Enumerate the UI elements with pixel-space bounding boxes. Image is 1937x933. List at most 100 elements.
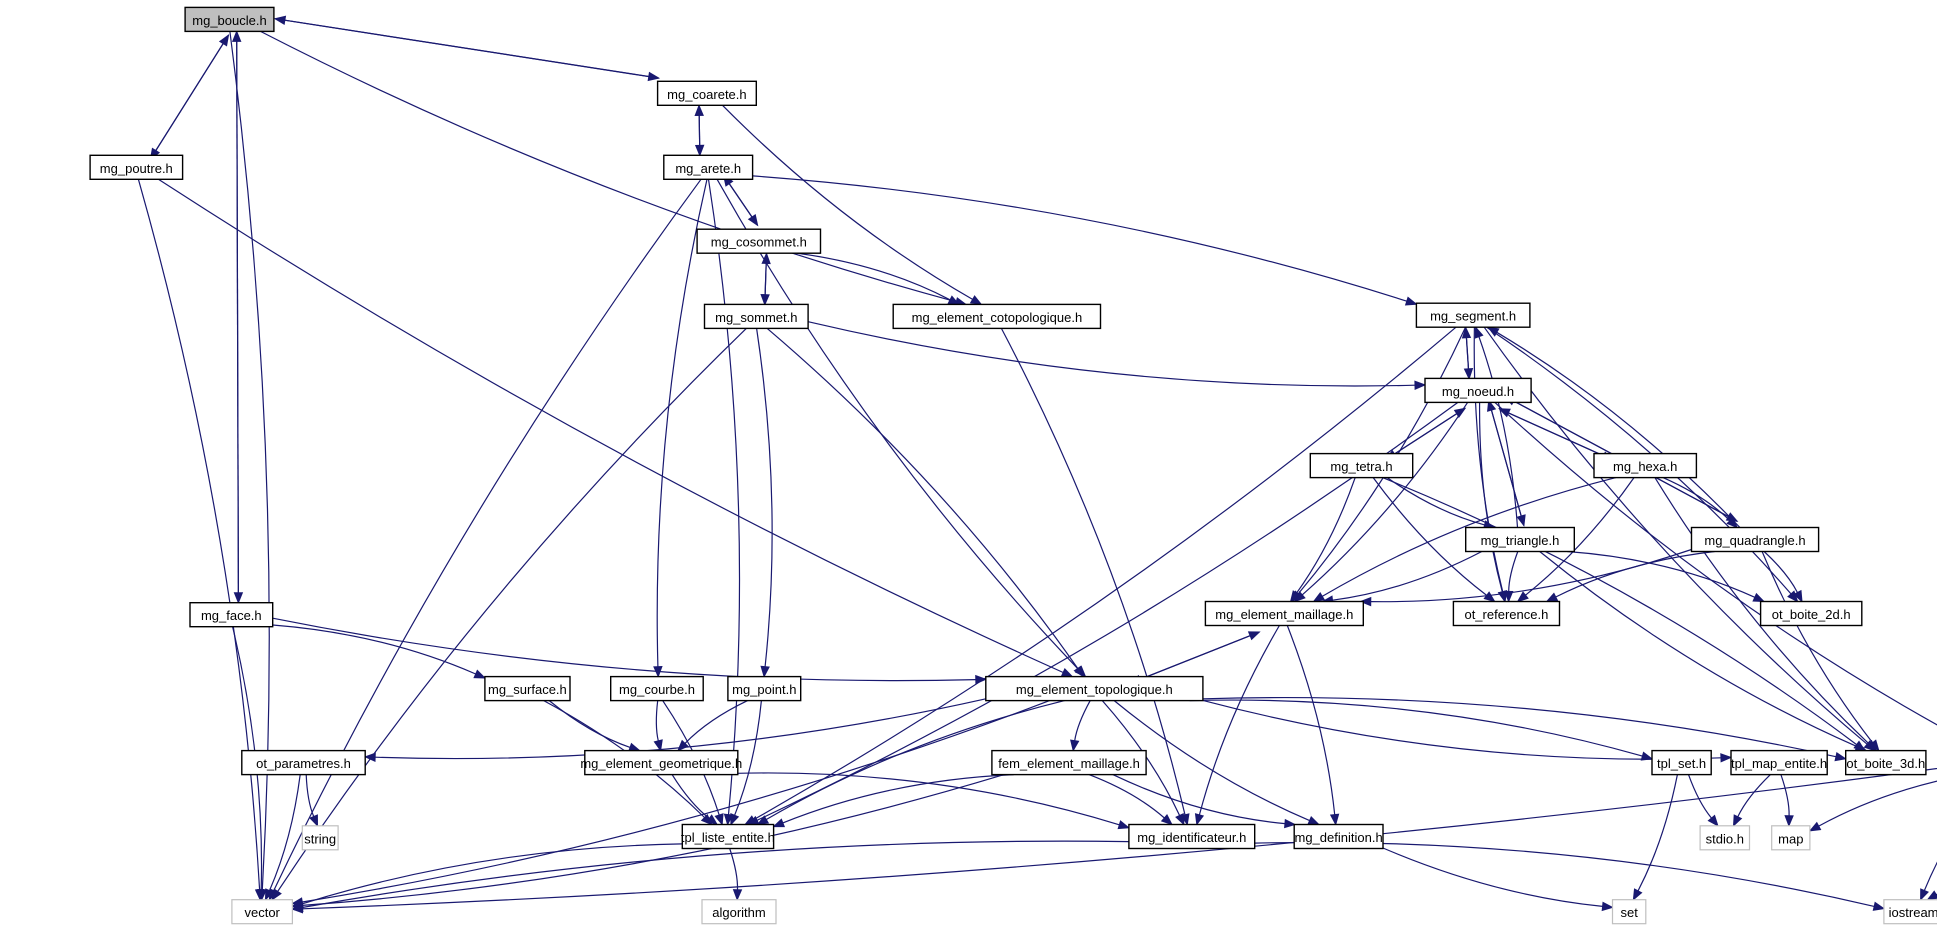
node-mg-arete[interactable]: mg_arete.h bbox=[663, 154, 754, 181]
edge-mg_element_topologique-to-mg_element_maillage bbox=[1130, 631, 1261, 684]
node-label: mg_element_cotopologique.h bbox=[912, 310, 1083, 325]
node-box bbox=[584, 749, 739, 776]
node-mg-element-cotopologique[interactable]: mg_element_cotopologique.h bbox=[892, 303, 1102, 330]
edge-line bbox=[671, 774, 710, 819]
node-mg-hexa[interactable]: mg_hexa.h bbox=[1593, 452, 1698, 479]
node-box bbox=[892, 303, 1102, 330]
node-label: mg_poutre.h bbox=[100, 161, 173, 176]
node-tpl-map-entite[interactable]: tpl_map_entite.h bbox=[1730, 749, 1828, 776]
node-mg-sommet[interactable]: mg_sommet.h bbox=[703, 303, 809, 330]
node-mg-quadrangle[interactable]: mg_quadrangle.h bbox=[1690, 526, 1820, 553]
arrowhead-icon bbox=[1632, 888, 1643, 901]
arrowhead-icon bbox=[694, 104, 704, 117]
node-mg-element-geometrique[interactable]: mg_element_geometrique.h bbox=[580, 749, 742, 776]
node-box bbox=[991, 749, 1147, 776]
arrowhead-icon bbox=[1601, 901, 1614, 912]
node-label: mg_hexa.h bbox=[1613, 459, 1677, 474]
edge-line bbox=[301, 843, 683, 905]
node-tpl-liste-entite[interactable]: tpl_liste_entite.h bbox=[681, 823, 775, 850]
arrowhead-icon bbox=[732, 889, 743, 902]
edge-mg_element_topologique-to-vector bbox=[291, 700, 1050, 907]
node-fem-element-maillage[interactable]: fem_element_maillage.h bbox=[991, 749, 1147, 776]
edge-mg_element_topologique-to-mg_definition bbox=[1113, 700, 1321, 826]
node-mg-surface[interactable]: mg_surface.h bbox=[484, 675, 571, 702]
arrowhead-icon bbox=[1868, 739, 1880, 752]
edge-fem_element_maillage-to-mg_identificateur bbox=[1088, 774, 1173, 826]
edge-line bbox=[656, 179, 708, 667]
arrowhead-icon bbox=[1872, 901, 1886, 911]
node-box bbox=[184, 6, 275, 33]
edge-line bbox=[277, 327, 747, 892]
node-mg-element-topologique[interactable]: mg_element_topologique.h bbox=[985, 675, 1204, 702]
arrowhead-icon bbox=[473, 669, 487, 679]
edge-ot_parametres-to-vector bbox=[264, 774, 301, 901]
edge-tpl_set-to-stdio bbox=[1687, 774, 1719, 827]
node-label: tpl_liste_entite.h bbox=[681, 830, 775, 845]
edge-line bbox=[1525, 477, 1635, 596]
node-box bbox=[189, 602, 274, 628]
node-label: stdio.h bbox=[1706, 831, 1744, 846]
node-mg-definition[interactable]: mg_definition.h bbox=[1293, 823, 1384, 850]
edge-ot_mathematique-to-map bbox=[1808, 780, 1937, 832]
edge-mg_noeud-to-ot_reference bbox=[1478, 402, 1507, 603]
node-ot-reference[interactable]: ot_reference.h bbox=[1452, 600, 1561, 627]
node-ot-boite-3d[interactable]: ot_boite_3d.h bbox=[1844, 749, 1927, 776]
edge-line bbox=[1202, 699, 1722, 760]
arrowhead-icon bbox=[1329, 813, 1340, 826]
node-mg-courbe[interactable]: mg_courbe.h bbox=[610, 675, 704, 702]
edge-mg_hexa-to-mg_noeud bbox=[1498, 408, 1613, 461]
edge-line bbox=[1370, 548, 1692, 603]
edge-mg_arete-to-vector bbox=[268, 178, 702, 901]
edge-line bbox=[1385, 413, 1458, 460]
edge-mg_triangle-to-ot_boite_2d bbox=[1567, 550, 1766, 603]
edge-mg_tetra-to-mg_noeud bbox=[1385, 407, 1467, 460]
node-mg-face[interactable]: mg_face.h bbox=[189, 602, 274, 628]
arrowhead-icon bbox=[1487, 326, 1500, 337]
node-ot-boite-2d[interactable]: ot_boite_2d.h bbox=[1759, 600, 1863, 627]
edge-tpl_map_entite-to-map bbox=[1780, 774, 1794, 828]
edge-mg_poutre-to-vector bbox=[137, 179, 265, 902]
node-mg-boucle[interactable]: mg_boucle.h bbox=[184, 6, 275, 33]
node-mg-tetra[interactable]: mg_tetra.h bbox=[1309, 452, 1414, 479]
node-mg-triangle[interactable]: mg_triangle.h bbox=[1464, 526, 1575, 553]
node-mg-segment[interactable]: mg_segment.h bbox=[1415, 302, 1531, 328]
node-box bbox=[484, 675, 571, 702]
arrowhead-icon bbox=[231, 30, 242, 42]
node-tpl-set[interactable]: tpl_set.h bbox=[1651, 749, 1712, 776]
edge-mg_triangle-to-mg_element_maillage bbox=[1321, 550, 1483, 605]
edge-line bbox=[722, 104, 973, 300]
node-mg-poutre[interactable]: mg_poutre.h bbox=[89, 154, 184, 181]
edge-line bbox=[305, 774, 315, 817]
node-mg-noeud[interactable]: mg_noeud.h bbox=[1424, 377, 1532, 404]
arrowhead-icon bbox=[264, 888, 275, 901]
node-mg-cosommet[interactable]: mg_cosommet.h bbox=[696, 228, 822, 254]
node-mg-coarete[interactable]: mg_coarete.h bbox=[656, 80, 757, 107]
arrowhead-icon bbox=[1752, 592, 1766, 603]
node-box bbox=[1844, 749, 1927, 776]
edge-mg_element_maillage-to-mg_identificateur bbox=[1194, 625, 1280, 826]
edge-mg_coarete-to-mg_element_cotopologique bbox=[722, 104, 983, 306]
node-ot-parametres[interactable]: ot_parametres.h bbox=[241, 749, 366, 776]
arrowhead-icon bbox=[1474, 325, 1484, 339]
node-set: set bbox=[1611, 899, 1647, 925]
edge-mg_sommet-to-mg_noeud bbox=[807, 321, 1427, 390]
edge-line bbox=[137, 179, 261, 890]
edge-line bbox=[1112, 774, 1285, 825]
edge-line bbox=[756, 328, 773, 667]
edge-ot_mathematique-to-vector bbox=[291, 767, 1937, 914]
arrowhead-icon bbox=[1920, 888, 1929, 901]
arrowhead-icon bbox=[1312, 592, 1326, 603]
node-mg-element-maillage[interactable]: mg_element_maillage.h bbox=[1204, 600, 1365, 627]
edge-line bbox=[1465, 337, 1470, 379]
edge-mg_sommet-to-mg_element_topologique bbox=[766, 327, 1085, 678]
edge-line bbox=[729, 848, 739, 890]
edge-mg_face-to-mg_boucle bbox=[231, 30, 242, 603]
node-mg-point[interactable]: mg_point.h bbox=[727, 675, 802, 702]
node-label: mg_face.h bbox=[201, 608, 262, 623]
node-box bbox=[1452, 600, 1561, 627]
node-box bbox=[1690, 526, 1820, 553]
node-mg-identificateur[interactable]: mg_identificateur.h bbox=[1128, 823, 1256, 850]
edge-line bbox=[1737, 774, 1771, 818]
edge-mg_element_topologique-to-tpl_set bbox=[1189, 699, 1654, 761]
